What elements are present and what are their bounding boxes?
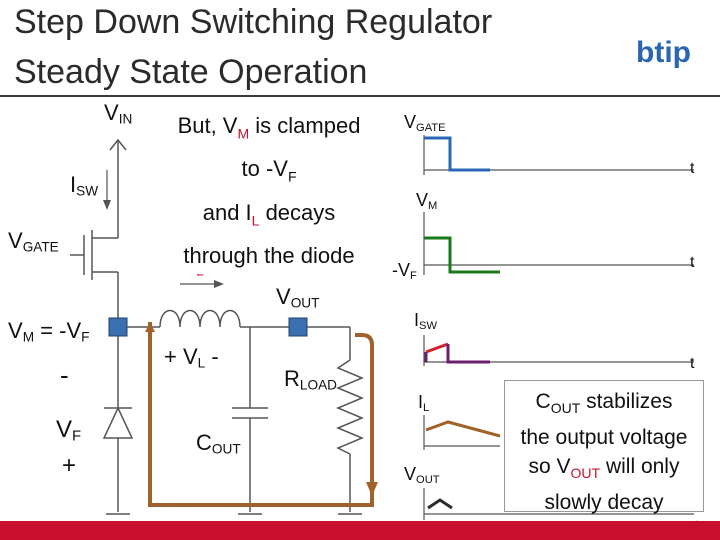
vout-label: VOUT — [276, 284, 320, 311]
note-line4: through the diode — [183, 243, 355, 269]
vl-label: + VL - — [164, 344, 219, 371]
il-waveform — [423, 415, 501, 450]
current-path-start — [145, 322, 155, 332]
wave-label-negvf: -VF — [392, 260, 417, 282]
cout-label: COUT — [196, 430, 241, 457]
note-line3: and IL decays — [202, 199, 336, 229]
vin-label: VIN — [104, 100, 133, 127]
vin-terminal — [109, 138, 127, 230]
current-path — [148, 322, 374, 507]
wave-label-vgate: VGATE — [404, 112, 446, 134]
title-divider — [0, 95, 720, 97]
vgate-waveform — [423, 135, 694, 175]
load-resistor — [336, 327, 364, 515]
isw-label: ISW — [70, 172, 99, 199]
output-node — [288, 317, 308, 337]
wave-label-vout: VOUT — [404, 464, 440, 486]
wave-label-il: IL — [418, 392, 430, 414]
wave-label-vm: VM — [416, 190, 438, 212]
note-line2: to -VF — [241, 156, 297, 185]
inductor — [159, 309, 241, 328]
vm-equation-label: VM = -VF — [8, 318, 90, 345]
callout-line3: so VOUT will only — [528, 455, 680, 482]
switch-node — [108, 317, 128, 337]
wave-vgate-t: t — [690, 160, 695, 177]
wave-vm-t: t — [690, 254, 695, 271]
isw-waveform — [423, 335, 694, 366]
vgate-label: VGATE — [8, 228, 59, 255]
rload-label: RLOAD — [284, 366, 337, 393]
vf-minus-sign: - — [60, 360, 69, 390]
current-path-arrowhead — [366, 482, 378, 496]
callout-line4: slowly decay — [544, 491, 664, 515]
vout-waveform — [423, 488, 694, 520]
footer-bar — [0, 521, 720, 540]
note-line1: But, VM is clamped — [177, 113, 361, 142]
isw-arrow — [103, 170, 111, 210]
wave-isw-t: t — [690, 355, 695, 372]
slide-title-line2: Steady State Operation — [14, 53, 368, 91]
il-arrow — [180, 280, 224, 288]
vf-label: VF — [56, 416, 82, 445]
wave-label-isw: ISW — [414, 310, 437, 332]
switch-transistor — [70, 230, 119, 320]
slide-title-line1: Step Down Switching Regulator — [14, 3, 493, 41]
catch-diode — [102, 336, 134, 512]
btip-logo: btip — [636, 36, 691, 69]
callout-line1: COUT stabilizes — [535, 390, 673, 417]
vm-waveform — [423, 212, 694, 275]
vf-plus-sign: + — [62, 452, 77, 479]
diode-clamp-note: But, VM is clamped to -VF and IL decays … — [166, 108, 372, 275]
cout-callout: COUT stabilizes the output voltage so VO… — [504, 380, 704, 514]
output-capacitor — [232, 327, 268, 515]
callout-line2: the output voltage — [520, 426, 688, 450]
